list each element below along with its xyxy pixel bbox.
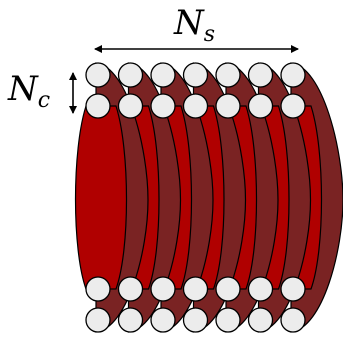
wire-cross-section <box>247 93 274 119</box>
coil-turn-bands <box>74 62 343 333</box>
wire-cross-section <box>85 93 111 119</box>
wire-cross-section <box>182 276 209 302</box>
wire-cross-section <box>150 62 176 88</box>
wire-cross-section <box>85 307 111 333</box>
wire-cross-section <box>117 62 144 88</box>
wire-cross-section <box>280 276 306 302</box>
wire-cross-section <box>117 276 144 302</box>
coil-turn-front-band <box>74 105 128 290</box>
wire-cross-section <box>85 62 111 88</box>
ns-label: Ns <box>173 3 215 47</box>
wire-cross-section <box>182 307 209 333</box>
wire-cross-section <box>182 93 209 119</box>
wire-cross-section <box>117 93 144 119</box>
wire-cross-section <box>215 276 241 302</box>
wire-cross-section <box>280 62 306 88</box>
wire-cross-section <box>117 307 144 333</box>
wire-cross-section <box>182 62 209 88</box>
wire-cross-section <box>247 307 274 333</box>
wire-cross-section <box>150 93 176 119</box>
wire-cross-section <box>150 276 176 302</box>
wire-cross-section <box>247 276 274 302</box>
wire-cross-section <box>280 93 306 119</box>
wire-cross-sections-bottom <box>85 276 306 333</box>
wire-cross-section <box>280 307 306 333</box>
wire-cross-section <box>215 307 241 333</box>
wire-cross-section <box>215 93 241 119</box>
wire-cross-section <box>150 307 176 333</box>
wire-cross-section <box>247 62 274 88</box>
nc-label: Nc <box>7 69 50 113</box>
wire-cross-section <box>85 276 111 302</box>
wire-cross-section <box>215 62 241 88</box>
wire-cross-sections-top <box>85 62 306 119</box>
